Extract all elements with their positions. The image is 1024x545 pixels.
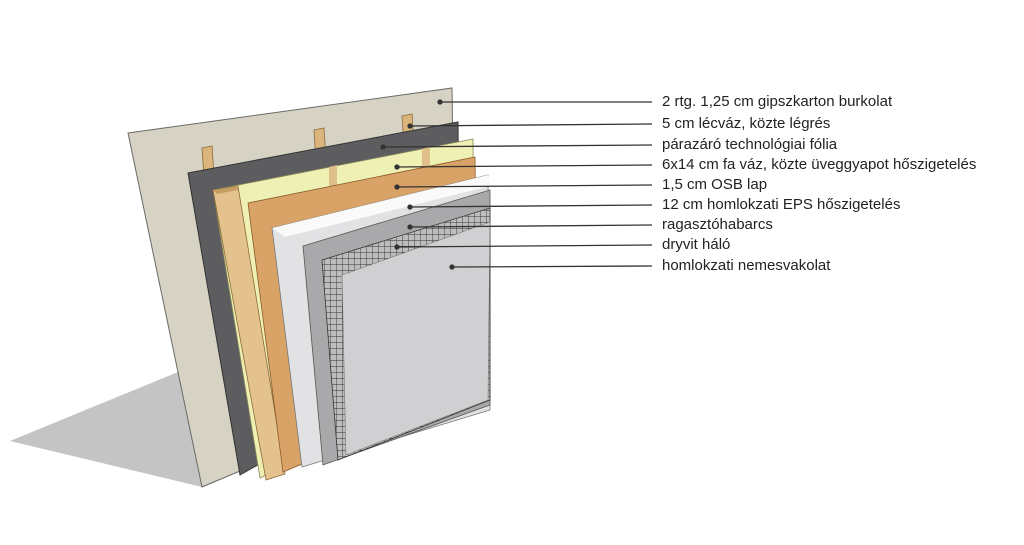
label-battens: 5 cm lécváz, közte légrés <box>662 115 831 132</box>
label-mesh: dryvit háló <box>662 236 731 253</box>
label-vapor-barrier: párazáró technológiai fólia <box>662 136 838 153</box>
shadow <box>10 372 202 487</box>
label-adhesive: ragasztóhabarcs <box>662 216 773 233</box>
insulation-studs <box>329 147 430 189</box>
timber-stud <box>212 185 286 481</box>
label-render: homlokzati nemesvakolat <box>662 257 831 274</box>
label-gypsum-board: 2 rtg. 1,25 cm gipszkarton burkolat <box>662 93 893 110</box>
leader-lines <box>380 99 653 270</box>
label-eps: 12 cm homlokzati EPS hőszigetelés <box>662 196 901 213</box>
label-timber-frame-insulation: 6x14 cm fa váz, közte üveggyapot hőszige… <box>662 156 977 173</box>
timber-stud-side <box>213 186 238 194</box>
label-osb: 1,5 cm OSB lap <box>662 176 768 193</box>
eps-top-face <box>272 175 490 237</box>
render-layer <box>341 221 491 456</box>
